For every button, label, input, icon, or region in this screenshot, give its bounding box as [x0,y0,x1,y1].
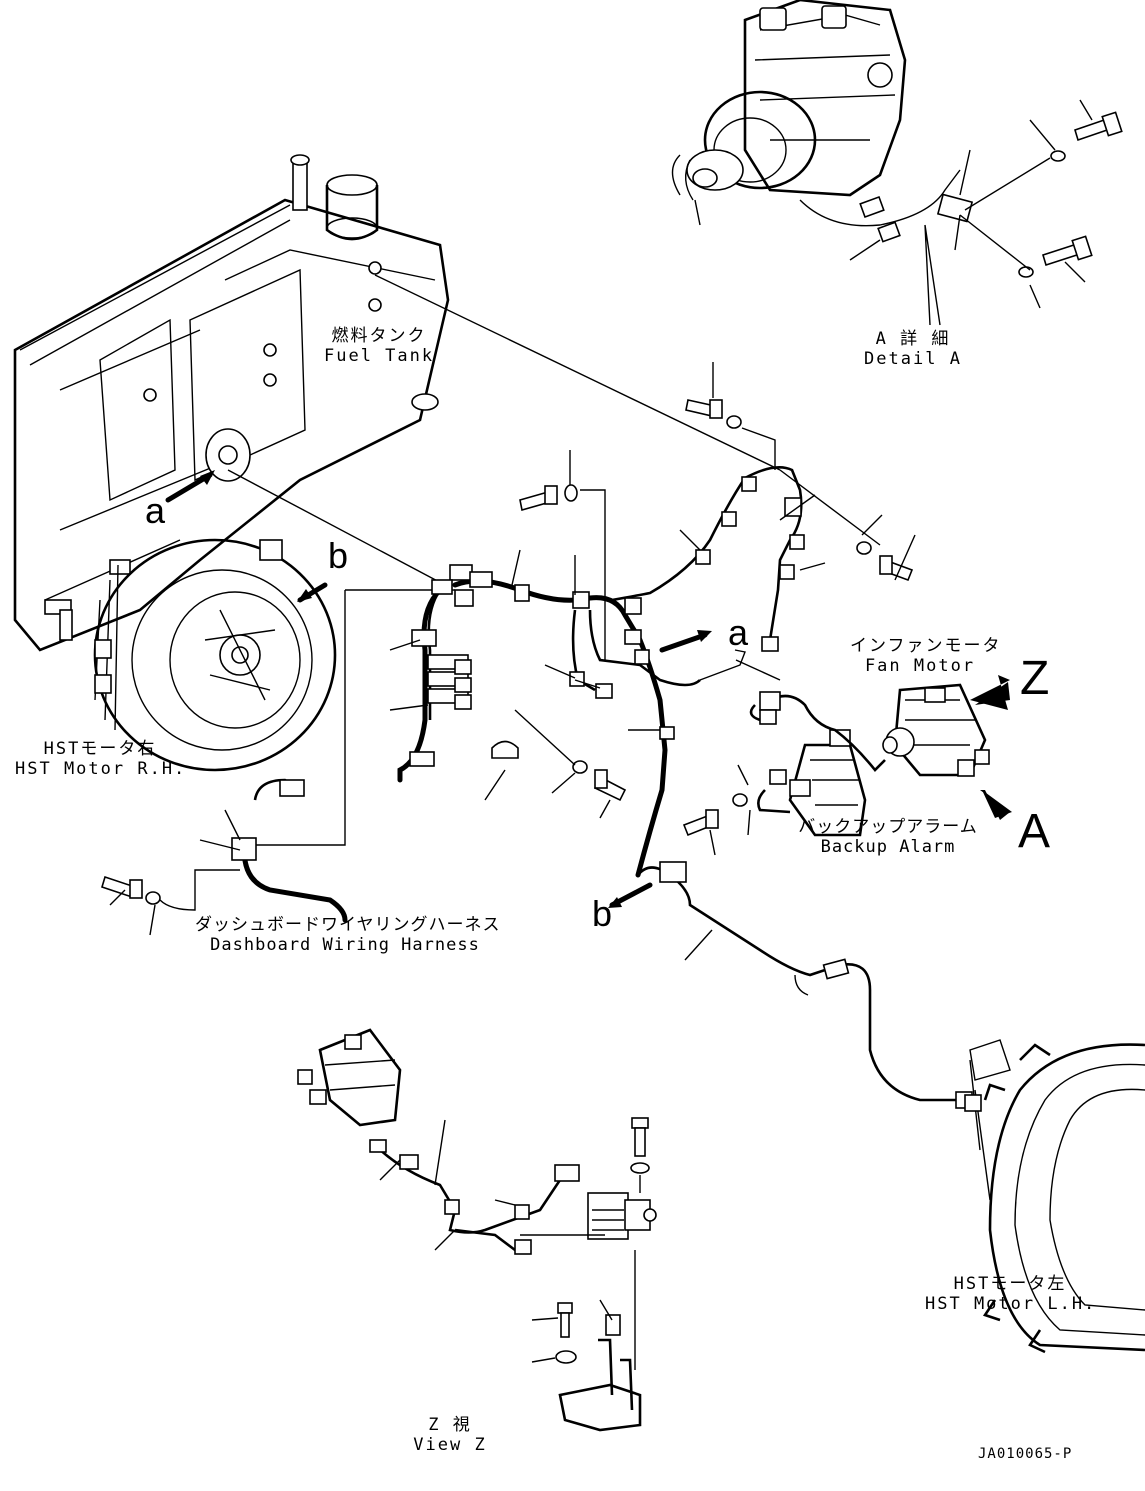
detail-a-label-jp: A 詳 細 [875,329,951,349]
hst-motor-rh-label: HSTモータ右 HST Motor R.H. [15,739,187,779]
fuel-tank-label: 燃料タンク Fuel Tank [324,326,435,366]
marker-a-arrow: A [1018,805,1051,858]
dashboard-harness-label: ダッシュボードワイヤリングハーネス Dashboard Wiring Harne… [195,915,501,955]
drawing-code: JA010065-P [978,1446,1073,1462]
fuel-tank-label-jp: 燃料タンク [331,326,427,346]
detail-a-pump-drawing [671,0,1123,326]
backup-alarm-label-en: Backup Alarm [820,836,956,857]
fan-motor-label-en: Fan Motor [864,655,976,676]
marker-a-left: a [145,490,166,531]
backup-alarm-label-jp: バックアップアラーム [798,817,978,837]
dashboard-harness-label-en: Dashboard Wiring Harness [210,934,480,955]
dashboard-harness-label-jp: ダッシュボードワイヤリングハーネス [195,915,501,935]
fan-motor-label-jp: インファンモータ [850,636,1002,656]
detail-a-label-en: Detail A [864,348,962,369]
fuel-tank-label-en: Fuel Tank [324,345,435,366]
view-z-label-en: View Z [413,1434,487,1455]
detail-a-label: A 詳 細 Detail A [858,329,968,369]
main-harness-drawing [389,362,973,1109]
view-z-label-jp: Z 視 [428,1415,472,1435]
marker-z: Z [1020,652,1050,705]
fan-motor-backup-alarm-drawing [682,659,1012,856]
marker-a-right: a [728,612,749,653]
hst-motor-rh-label-en: HST Motor R.H. [15,758,187,779]
marker-b-top: b [328,535,349,576]
fuel-tank-body-drawing [13,154,450,652]
fan-motor-label: インファンモータ Fan Motor [850,636,1002,676]
hst-motor-rh-label-jp: HSTモータ右 [43,739,157,759]
hst-motor-rh-drawing [93,538,337,772]
hst-motor-lh-label-en: HST Motor L.H. [925,1293,1097,1314]
view-z-label: Z 視 View Z [395,1415,505,1455]
hst-motor-lh-label-jp: HSTモータ左 [953,1274,1067,1294]
view-z-drawing [297,1028,657,1432]
backup-alarm-label: バックアップアラーム Backup Alarm [798,817,978,857]
marker-b-bottom: b [592,893,613,934]
dashboard-harness-drawing [101,778,348,936]
hst-motor-lh-drawing [964,1039,1145,1354]
hst-motor-lh-label: HSTモータ左 HST Motor L.H. [925,1274,1097,1314]
